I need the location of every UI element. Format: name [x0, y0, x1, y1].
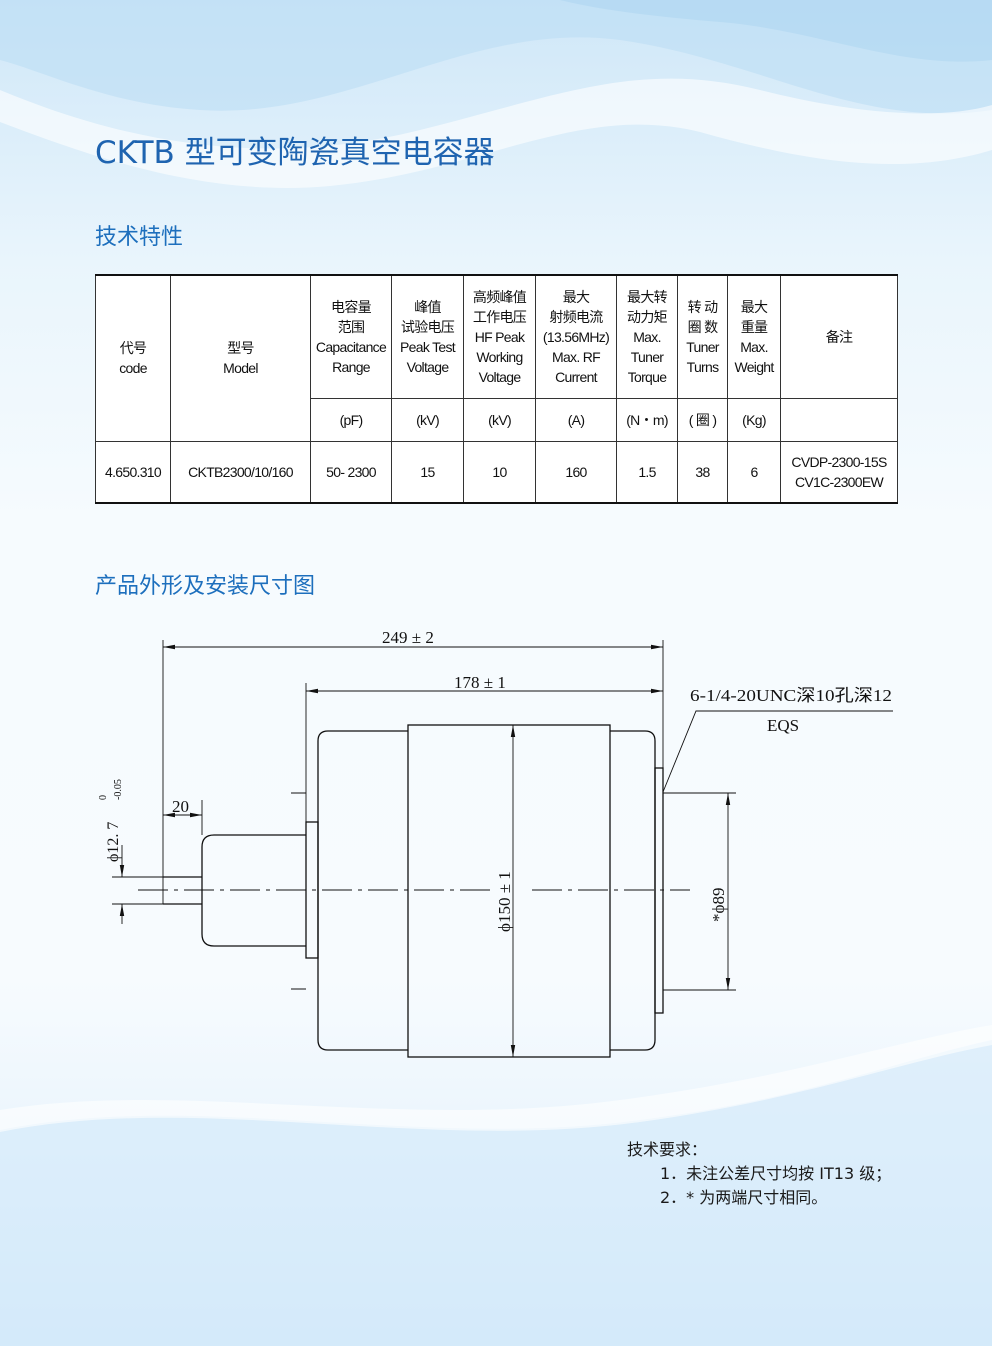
dimension-lines — [119, 644, 893, 1057]
notes-heading: 技术要求： — [627, 1140, 708, 1159]
technical-notes: 技术要求： 1．未注公差尺寸均按 IT13 级； 2．* 为两端尺寸相同。 — [627, 1138, 891, 1210]
cell-capacitance: 50- 2300 — [310, 440, 392, 504]
bottom-wave-crest — [0, 1025, 992, 1132]
dimension-labels: 249 ± 2 178 ± 1 20 ϕ12. 7 0 -0.05 ϕ150 ±… — [98, 628, 892, 932]
top-wave-shade — [0, 0, 992, 114]
unit-remarks — [780, 397, 898, 442]
left-flange — [317, 730, 408, 1051]
cell-code: 4.650.310 — [95, 440, 171, 504]
label-overall-length: 249 ± 2 — [382, 628, 434, 647]
header-tuner-torque: 最大转 动力矩 Max. Tuner Torque — [616, 274, 678, 399]
header-model: 型号 Model — [170, 274, 311, 442]
ceramic-body — [407, 724, 611, 1058]
section-heading-drawing: 产品外形及安装尺寸图 — [95, 574, 316, 599]
unit-hf-working-voltage: (kV) — [463, 397, 536, 442]
cell-rf-current: 160 — [535, 440, 617, 504]
header-weight: 最大 重量 Max. Weight — [727, 274, 781, 399]
header-row: 代号 code 型号 Model 电容量 范围 Capacitance Rang… — [95, 274, 898, 442]
unit-tuner-torque: (N・m) — [616, 397, 678, 442]
unit-weight: (Kg) — [727, 397, 781, 442]
cell-weight: 6 — [727, 440, 781, 504]
unit-capacitance: (pF) — [310, 397, 392, 442]
thread-leader — [662, 710, 893, 793]
label-thread-note-2: EQS — [767, 716, 799, 735]
header-remarks: 备注 — [780, 274, 898, 399]
header-peak-test-voltage: 峰值 试验电压 Peak Test Voltage — [391, 274, 464, 399]
label-shaft-length: 20 — [172, 797, 189, 816]
table-row: 4.650.310 CKTB2300/10/160 50- 2300 15 10… — [95, 440, 898, 504]
note-item-2: 2．* 为两端尺寸相同。 — [660, 1188, 828, 1207]
top-wave-crest — [0, 78, 992, 188]
extension-lines — [112, 640, 736, 991]
label-shaft-tol-upper: 0 — [98, 795, 109, 800]
label-ceramic-dia: ϕ150 ± 1 — [495, 871, 514, 932]
dimension-drawing: 249 ± 2 178 ± 1 20 ϕ12. 7 0 -0.05 ϕ150 ±… — [98, 628, 893, 1058]
cell-tuner-torque: 1.5 — [616, 440, 678, 504]
cell-remarks: CVDP-2300-15S CV1C-2300EW — [780, 440, 898, 504]
spec-table: 代号 code 型号 Model 电容量 范围 Capacitance Rang… — [95, 274, 898, 504]
cell-hf-working-voltage: 10 — [463, 440, 536, 504]
note-item-1: 1．未注公差尺寸均按 IT13 级； — [660, 1164, 892, 1183]
unit-tuner-turns: ( 圈 ) — [677, 397, 728, 442]
header-hf-working-voltage: 高频峰值 工作电压 HF Peak Working Voltage — [463, 274, 536, 399]
tick-marks — [291, 792, 306, 990]
bottom-wave-shade — [0, 1040, 992, 1346]
label-body-length: 178 ± 1 — [454, 673, 506, 692]
label-end-dia: *ϕ89 — [709, 888, 728, 922]
page-title: CKTB 型可变陶瓷真空电容器 — [95, 135, 495, 171]
label-thread-note: 6-1/4-20UNC深10孔深12 — [690, 686, 892, 705]
unit-peak-test-voltage: (kV) — [391, 397, 464, 442]
part-outline — [163, 724, 664, 1058]
section-heading-specs: 技术特性 — [95, 225, 184, 250]
header-rf-current: 最大 射频电流 (13.56MHz) Max. RF Current — [535, 274, 617, 399]
header-tuner-turns: 转 动 圈 数 Tuner Turns — [677, 274, 728, 399]
cell-tuner-turns: 38 — [677, 440, 728, 504]
header-code: 代号 code — [95, 274, 171, 442]
shaft — [163, 876, 202, 905]
cell-model: CKTB2300/10/160 — [170, 440, 311, 504]
cell-peak-test-voltage: 15 — [391, 440, 464, 504]
unit-rf-current: (A) — [535, 397, 617, 442]
unit-row: (pF) (kV) (kV) (A) (N・m) ( 圈 ) (Kg) — [96, 397, 898, 442]
label-shaft-dia: ϕ12. 7 — [105, 822, 122, 862]
label-shaft-tol-lower: -0.05 — [113, 779, 124, 800]
header-capacitance: 电容量 范围 Capacitance Range — [310, 274, 392, 399]
ext-line-end-dia — [663, 792, 736, 991]
top-wave-deep — [560, 0, 992, 62]
